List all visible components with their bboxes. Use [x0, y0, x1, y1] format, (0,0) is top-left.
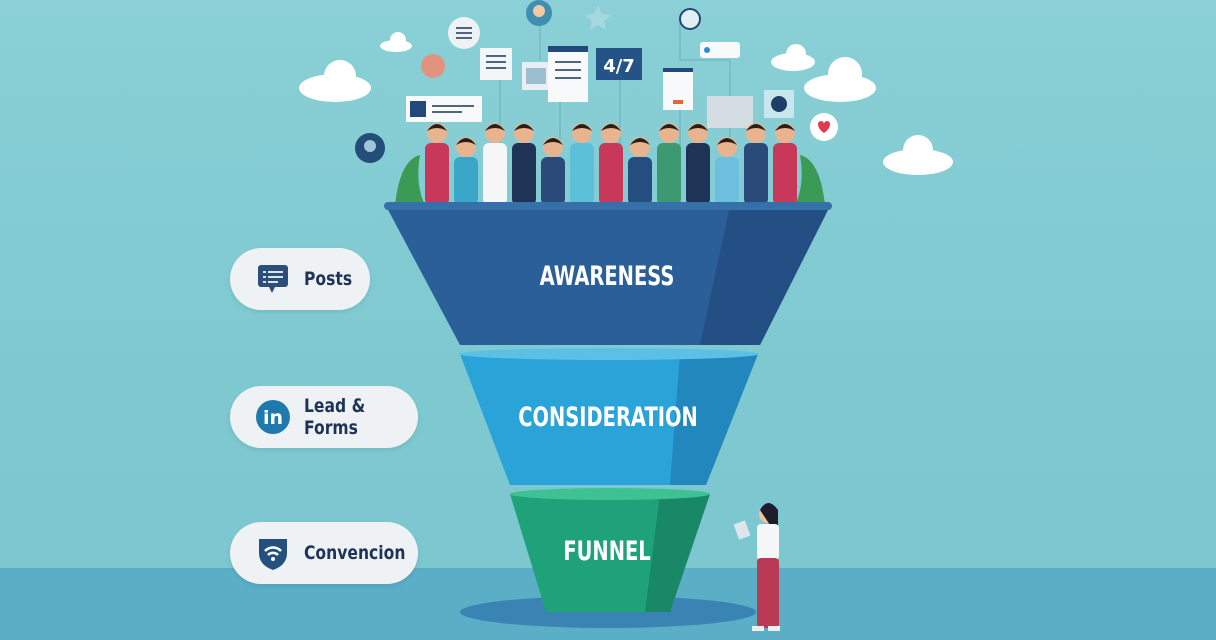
- channel-label: Lead & Forms: [304, 395, 366, 439]
- person-hair: [514, 124, 534, 131]
- cloud: [380, 32, 412, 52]
- funnel: [384, 202, 832, 628]
- person: [541, 157, 565, 205]
- crowd: [395, 123, 825, 205]
- wifi-shield-icon: [256, 536, 290, 570]
- cloud: [804, 57, 876, 102]
- channel-pill-posts[interactable]: Posts: [230, 248, 370, 310]
- person: [773, 143, 797, 205]
- cloud: [299, 60, 371, 102]
- clouds: [299, 32, 953, 175]
- person: [599, 143, 623, 205]
- channel-pill-convencion[interactable]: Convencion: [230, 522, 418, 584]
- person: [657, 143, 681, 205]
- channel-label: Posts: [304, 268, 353, 290]
- person-hair: [456, 138, 476, 145]
- channel-pill-lead-forms[interactable]: in Lead & Forms: [230, 386, 418, 448]
- person: [628, 157, 652, 205]
- stage-label-funnel: FUNNEL: [563, 536, 651, 567]
- person-hair: [746, 124, 766, 131]
- stage-label-awareness: AWARENESS: [539, 261, 675, 292]
- cloud: [883, 135, 953, 175]
- person-hair: [601, 124, 621, 131]
- person: [454, 157, 478, 205]
- person-hair: [775, 124, 795, 131]
- person: [715, 157, 739, 205]
- person-hair: [659, 124, 679, 131]
- person: [570, 143, 594, 205]
- cloud: [771, 44, 815, 71]
- channel-label: Convencion: [304, 542, 406, 564]
- person-with-tablet: [733, 503, 780, 631]
- person-hair: [543, 138, 563, 145]
- person: [512, 143, 536, 205]
- chat-list-icon: [256, 262, 290, 296]
- person-hair: [688, 124, 708, 131]
- person-hair: [572, 124, 592, 131]
- person-hair: [717, 138, 737, 145]
- funnel-stage-funnel: [510, 488, 710, 612]
- floating-icons: 4/7: [355, 0, 838, 163]
- person: [483, 143, 507, 205]
- person-hair: [485, 124, 505, 131]
- person-hair: [427, 124, 447, 131]
- funnel-stage-awareness: [384, 202, 832, 345]
- person: [686, 143, 710, 205]
- svg-text:in: in: [263, 407, 283, 429]
- person: [744, 143, 768, 205]
- funnel-stage-consideration: [459, 348, 759, 485]
- person: [425, 143, 449, 205]
- linkedin-icon: in: [256, 400, 290, 434]
- person-hair: [630, 138, 650, 145]
- floating-badge: 4/7: [603, 56, 635, 77]
- stage-label-consideration: CONSIDERATION: [518, 402, 698, 433]
